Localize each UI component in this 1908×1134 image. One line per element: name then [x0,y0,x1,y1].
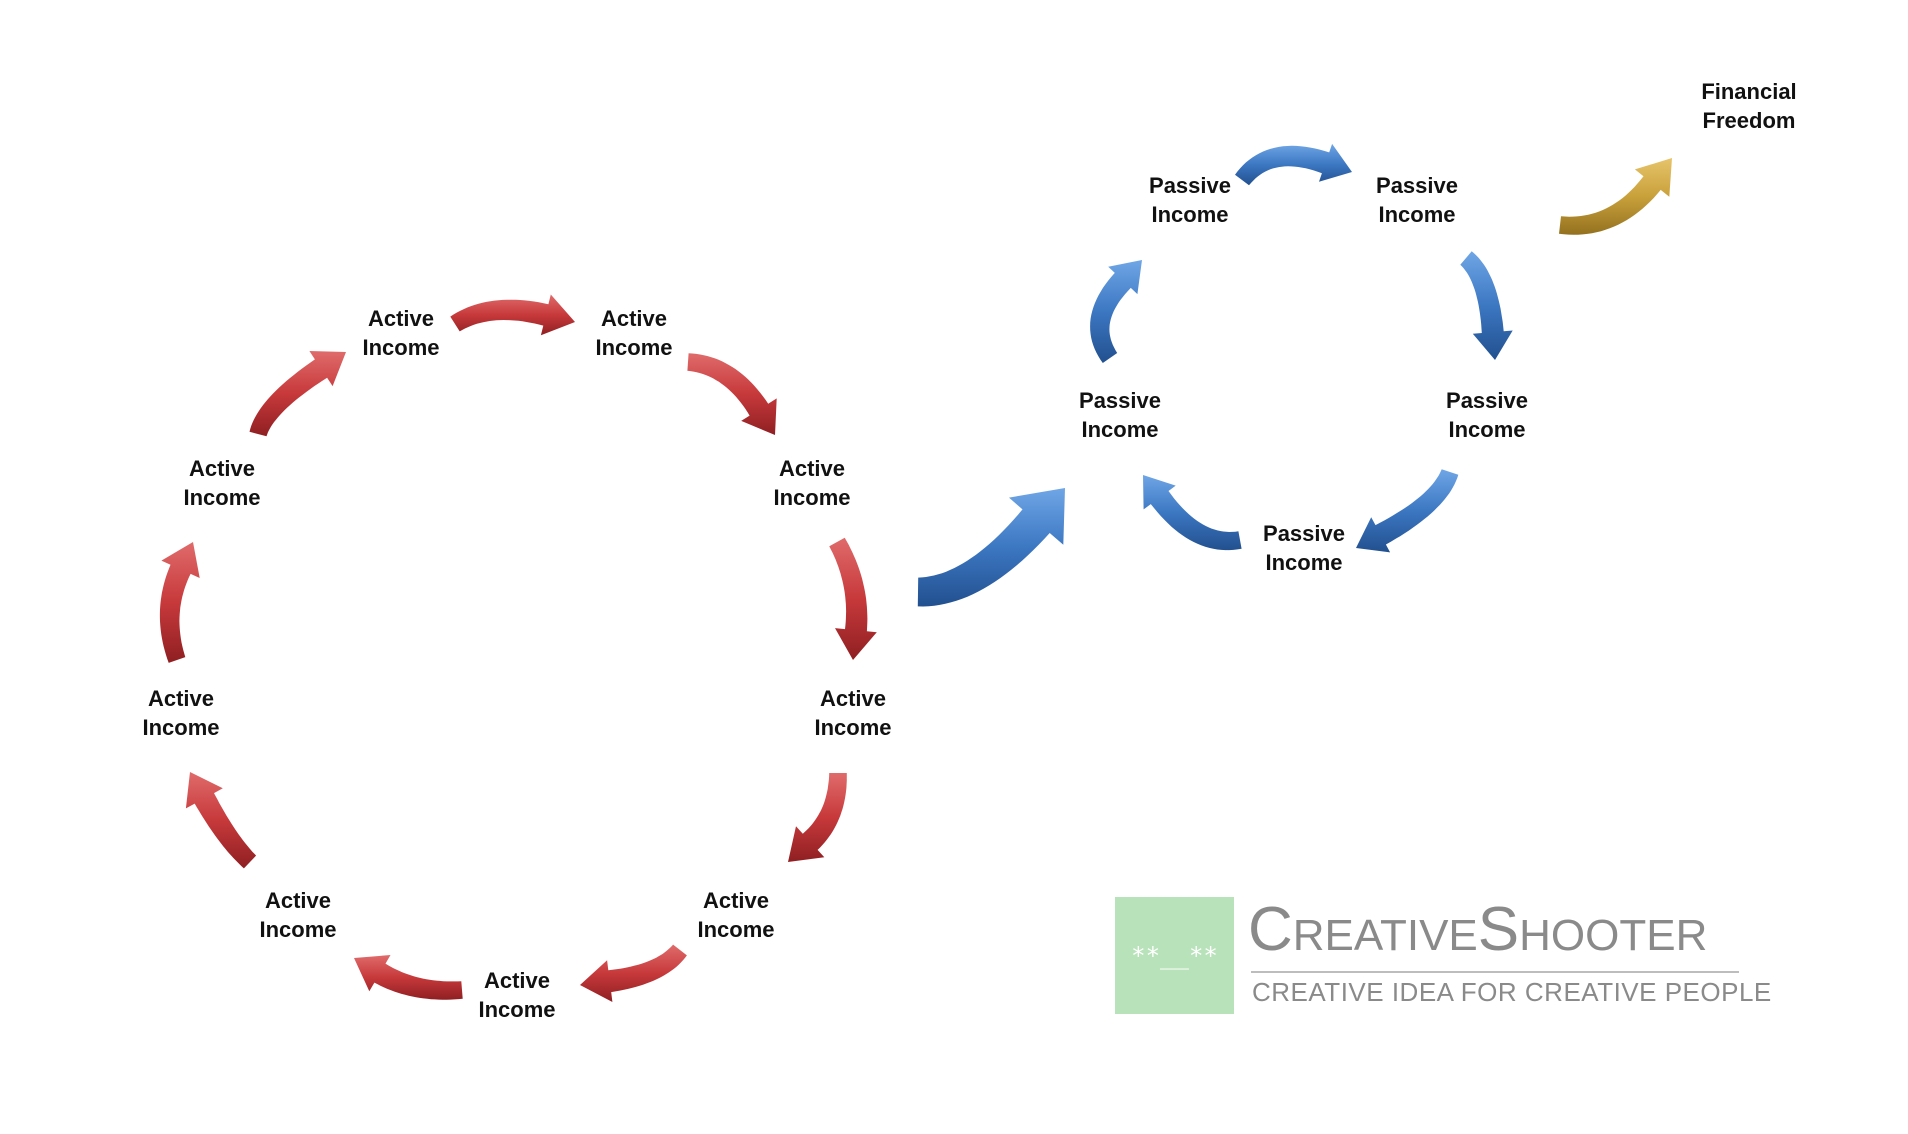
label-line: Active [367,306,435,331]
label-line: Income [1081,417,1159,442]
creativeshooter-logo: **__** CREATIVESHOOTER CREATIVE IDEA FOR… [1115,897,1771,1017]
label-line: Passive [1263,521,1345,546]
active-cycle-arrow [450,294,575,336]
freedom-arrow [1559,158,1672,235]
label-line: Active [702,888,770,913]
passive-cycle-arrow [1090,260,1142,363]
label-line: Income [1448,417,1526,442]
active-cycle-arrow [788,773,847,862]
label-line: Income [142,715,220,740]
transition-arrow [917,488,1065,607]
active-income-label: Active Income [646,886,826,944]
label-line: Active [264,888,332,913]
active-cycle-arrow [185,772,257,869]
logo-letters: HOOTER [1519,911,1708,960]
label-line: Income [1151,202,1229,227]
active-cycle-arrow [829,537,877,660]
logo-divider [1251,971,1739,973]
active-cycle-arrow [249,351,346,437]
label-line: Active [600,306,668,331]
label-line: Income [1265,550,1343,575]
label-line: Income [1378,202,1456,227]
logo-face-box: **__** [1115,897,1234,1014]
active-income-label: Active Income [91,684,271,742]
arrows-layer [159,143,1672,1002]
passive-income-label: Passive Income [1214,519,1394,577]
passive-income-label: Passive Income [1100,171,1280,229]
logo-tagline: CREATIVE IDEA FOR CREATIVE PEOPLE [1252,977,1772,1007]
active-cycle-arrow [687,353,777,435]
passive-cycle-arrow [1356,469,1459,553]
active-cycle-arrow [580,944,687,1002]
active-income-label: Active Income [427,966,607,1024]
label-line: Income [697,917,775,942]
label-line: Active [819,686,887,711]
passive-income-label: Passive Income [1397,386,1577,444]
label-line: Active [147,686,215,711]
active-income-label: Active Income [763,684,943,742]
logo-letter: C [1248,895,1293,964]
active-income-label: Active Income [544,304,724,362]
label-line: Income [478,997,556,1022]
label-line: Financial [1701,79,1797,104]
logo-wordmark: CREATIVESHOOTER [1248,899,1708,963]
passive-cycle-arrow [1235,143,1352,186]
label-line: Income [259,917,337,942]
label-line: Passive [1446,388,1528,413]
label-line: Passive [1376,173,1458,198]
active-income-label: Active Income [311,304,491,362]
passive-cycle-arrow [1143,475,1242,551]
active-income-label: Active Income [132,454,312,512]
passive-income-label: Passive Income [1327,171,1507,229]
label-line: Freedom [1702,108,1796,133]
logo-face-text: **__** [1131,941,1218,970]
logo-letters: REATIVE [1292,911,1478,960]
financial-freedom-label: Financial Freedom [1659,77,1839,135]
passive-cycle-arrow [1460,251,1513,360]
logo-letter: S [1477,895,1520,964]
active-income-label: Active Income [208,886,388,944]
label-line: Active [778,456,846,481]
label-line: Passive [1149,173,1231,198]
label-line: Income [362,335,440,360]
label-line: Income [814,715,892,740]
passive-income-label: Passive Income [1030,386,1210,444]
active-cycle-arrow [159,542,200,663]
label-line: Active [188,456,256,481]
label-line: Income [183,485,261,510]
active-cycle-arrow [354,955,463,1000]
label-line: Active [483,968,551,993]
active-income-label: Active Income [722,454,902,512]
label-line: Income [595,335,673,360]
label-line: Passive [1079,388,1161,413]
label-line: Income [773,485,851,510]
